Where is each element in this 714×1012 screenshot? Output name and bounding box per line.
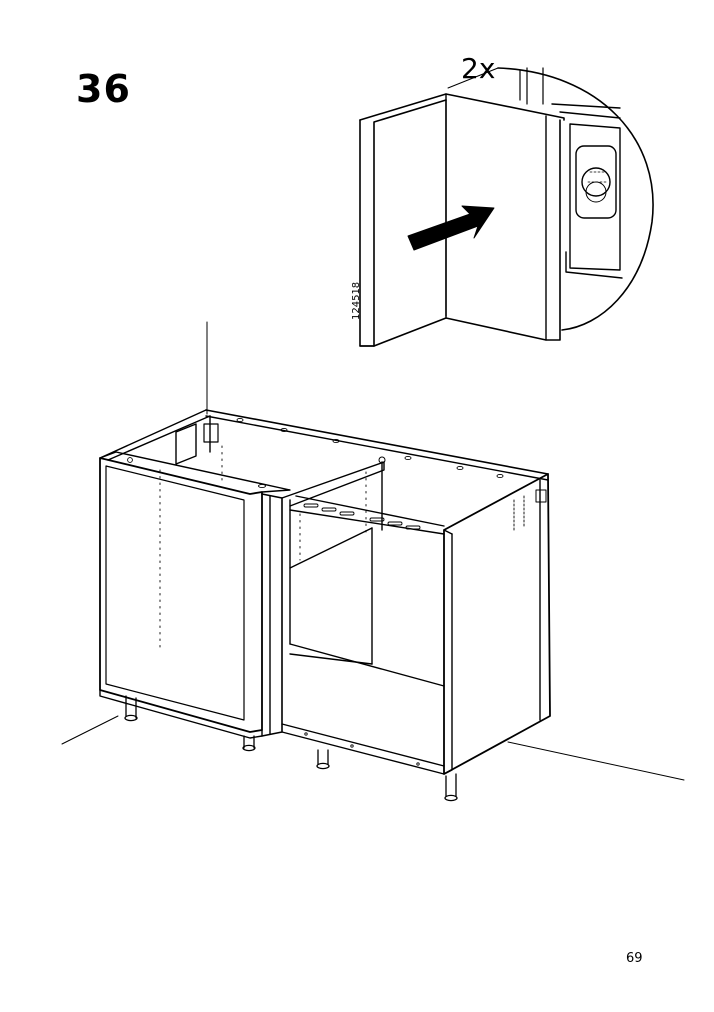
detail-callout: [359, 67, 654, 347]
cam-lock-icon: [575, 145, 617, 219]
corner-cabinet: [99, 409, 551, 802]
part-code: 124518: [351, 281, 362, 320]
push-arrow-icon: [407, 205, 495, 251]
floor-line-left: [61, 715, 119, 745]
legs: [124, 695, 458, 802]
hinge-plate-icon: [203, 423, 219, 443]
page-number: 69: [626, 951, 643, 966]
step-number: 36: [76, 67, 131, 111]
quantity-label: 2x: [461, 52, 496, 85]
floor-line-right: [507, 741, 685, 781]
